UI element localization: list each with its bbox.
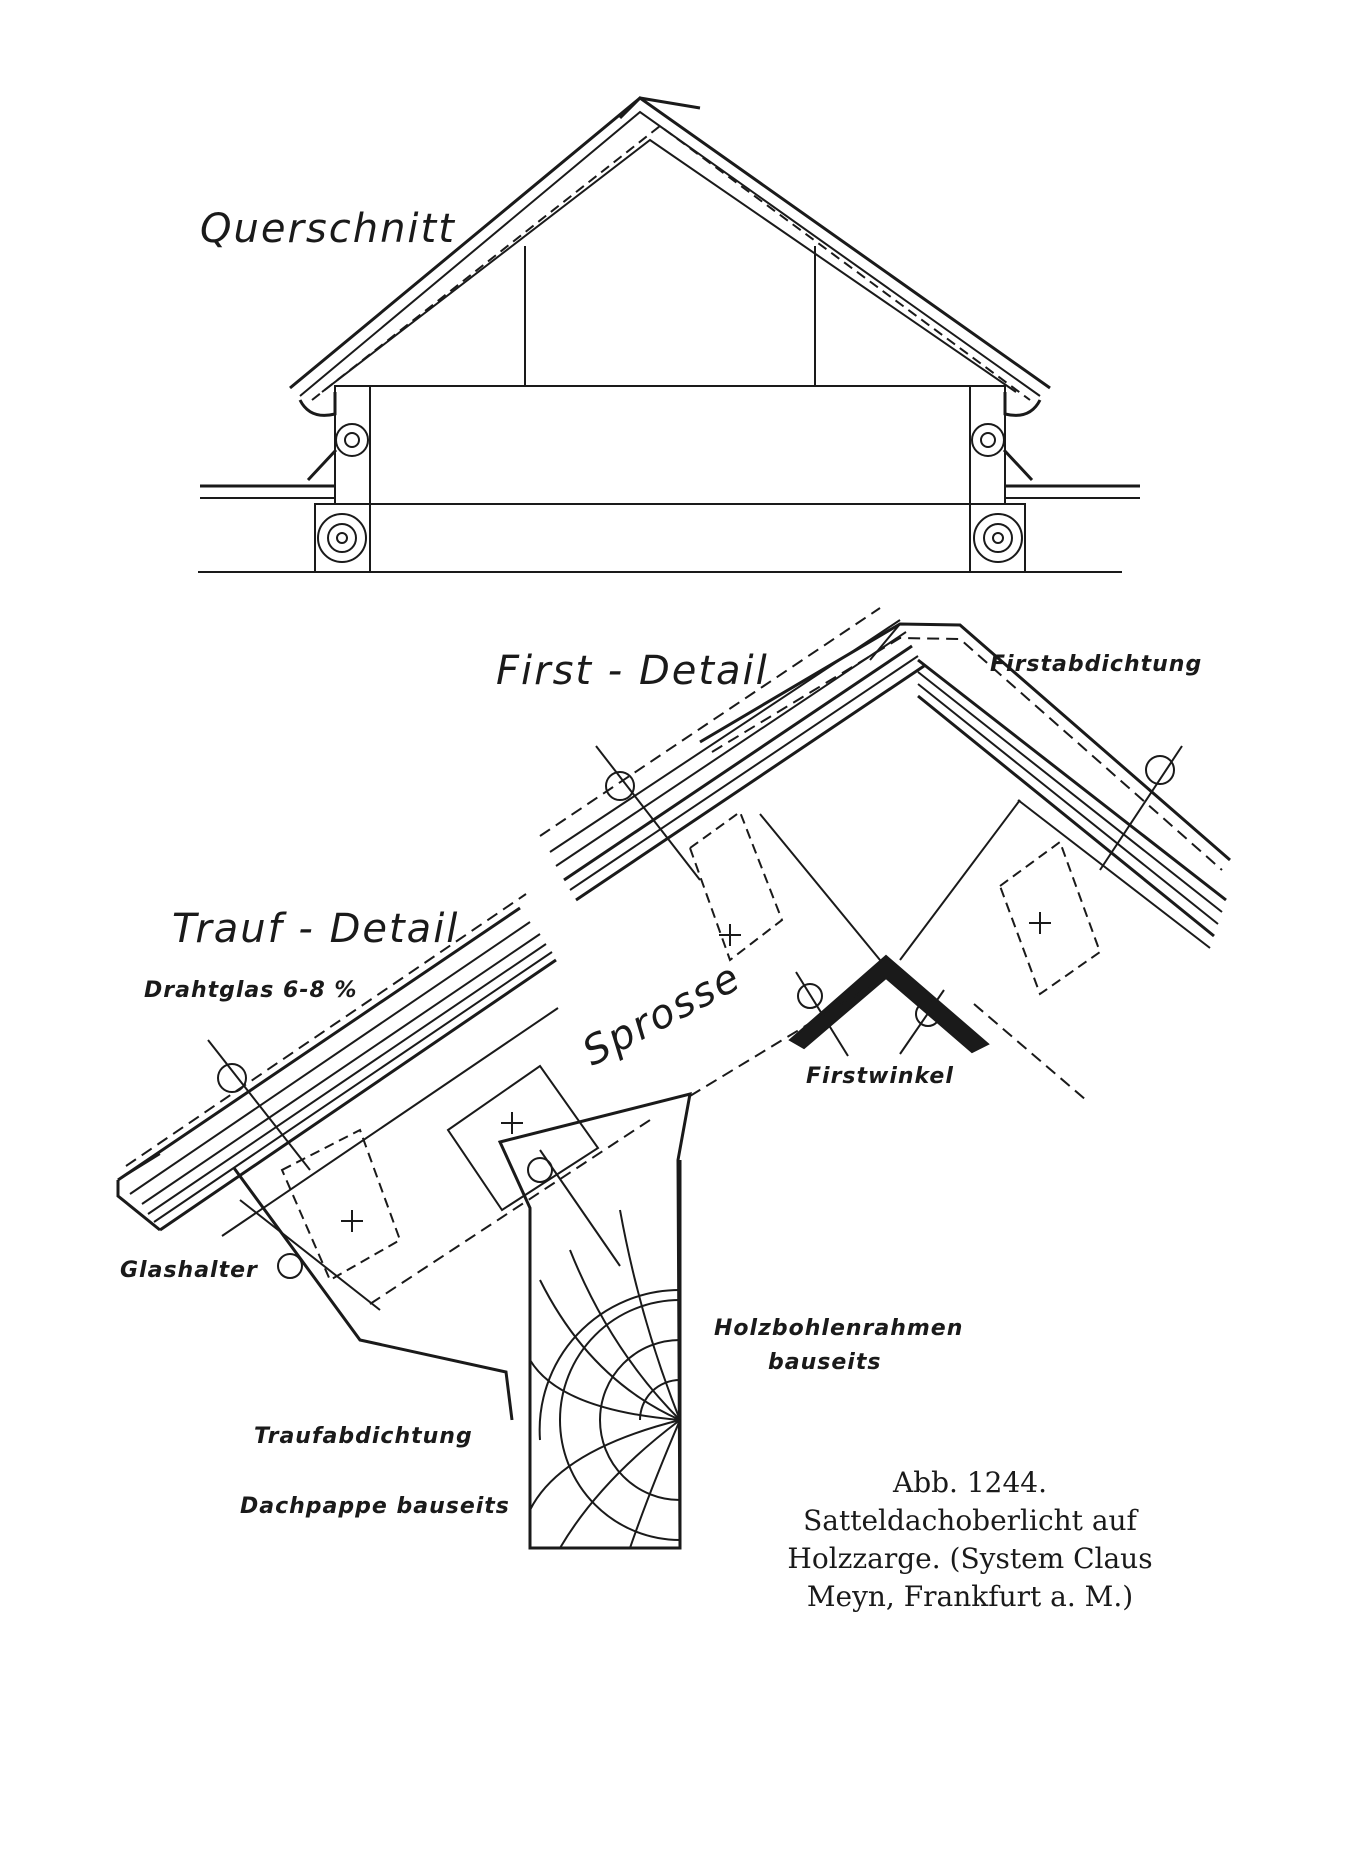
firstwinkel-label: Firstwinkel bbox=[806, 1064, 954, 1089]
querschnitt-label: Querschnitt bbox=[200, 206, 456, 252]
dachpappe-label: Dachpappe bauseits bbox=[240, 1494, 510, 1519]
drahtglas-label: Drahtglas 6-8 % bbox=[144, 978, 358, 1003]
detail-drawing bbox=[116, 607, 1231, 1550]
traufabdichtung-label: Traufabdichtung bbox=[254, 1424, 473, 1449]
figure-number: Abb. 1244. bbox=[892, 1466, 1048, 1499]
caption-line-1: Satteldachoberlicht auf bbox=[803, 1504, 1137, 1537]
firstabdichtung-label: Firstabdichtung bbox=[990, 652, 1203, 677]
holzbohlenrahmen-label: Holzbohlenrahmen bbox=[714, 1316, 964, 1341]
first-detail-label: First - Detail bbox=[496, 648, 769, 694]
glashalter-label: Glashalter bbox=[120, 1258, 258, 1283]
trauf-detail-label: Trauf - Detail bbox=[172, 906, 460, 952]
caption-line-3: Meyn, Frankfurt a. M.) bbox=[806, 1580, 1134, 1613]
holzbohlenrahmen-bauseits-label: bauseits bbox=[768, 1350, 882, 1375]
caption-line-2: Holzzarge. (System Claus bbox=[787, 1542, 1153, 1575]
figure-caption: Abb. 1244. Satteldachoberlicht auf Holzz… bbox=[770, 1464, 1170, 1616]
cross-section-drawing bbox=[198, 96, 1140, 573]
